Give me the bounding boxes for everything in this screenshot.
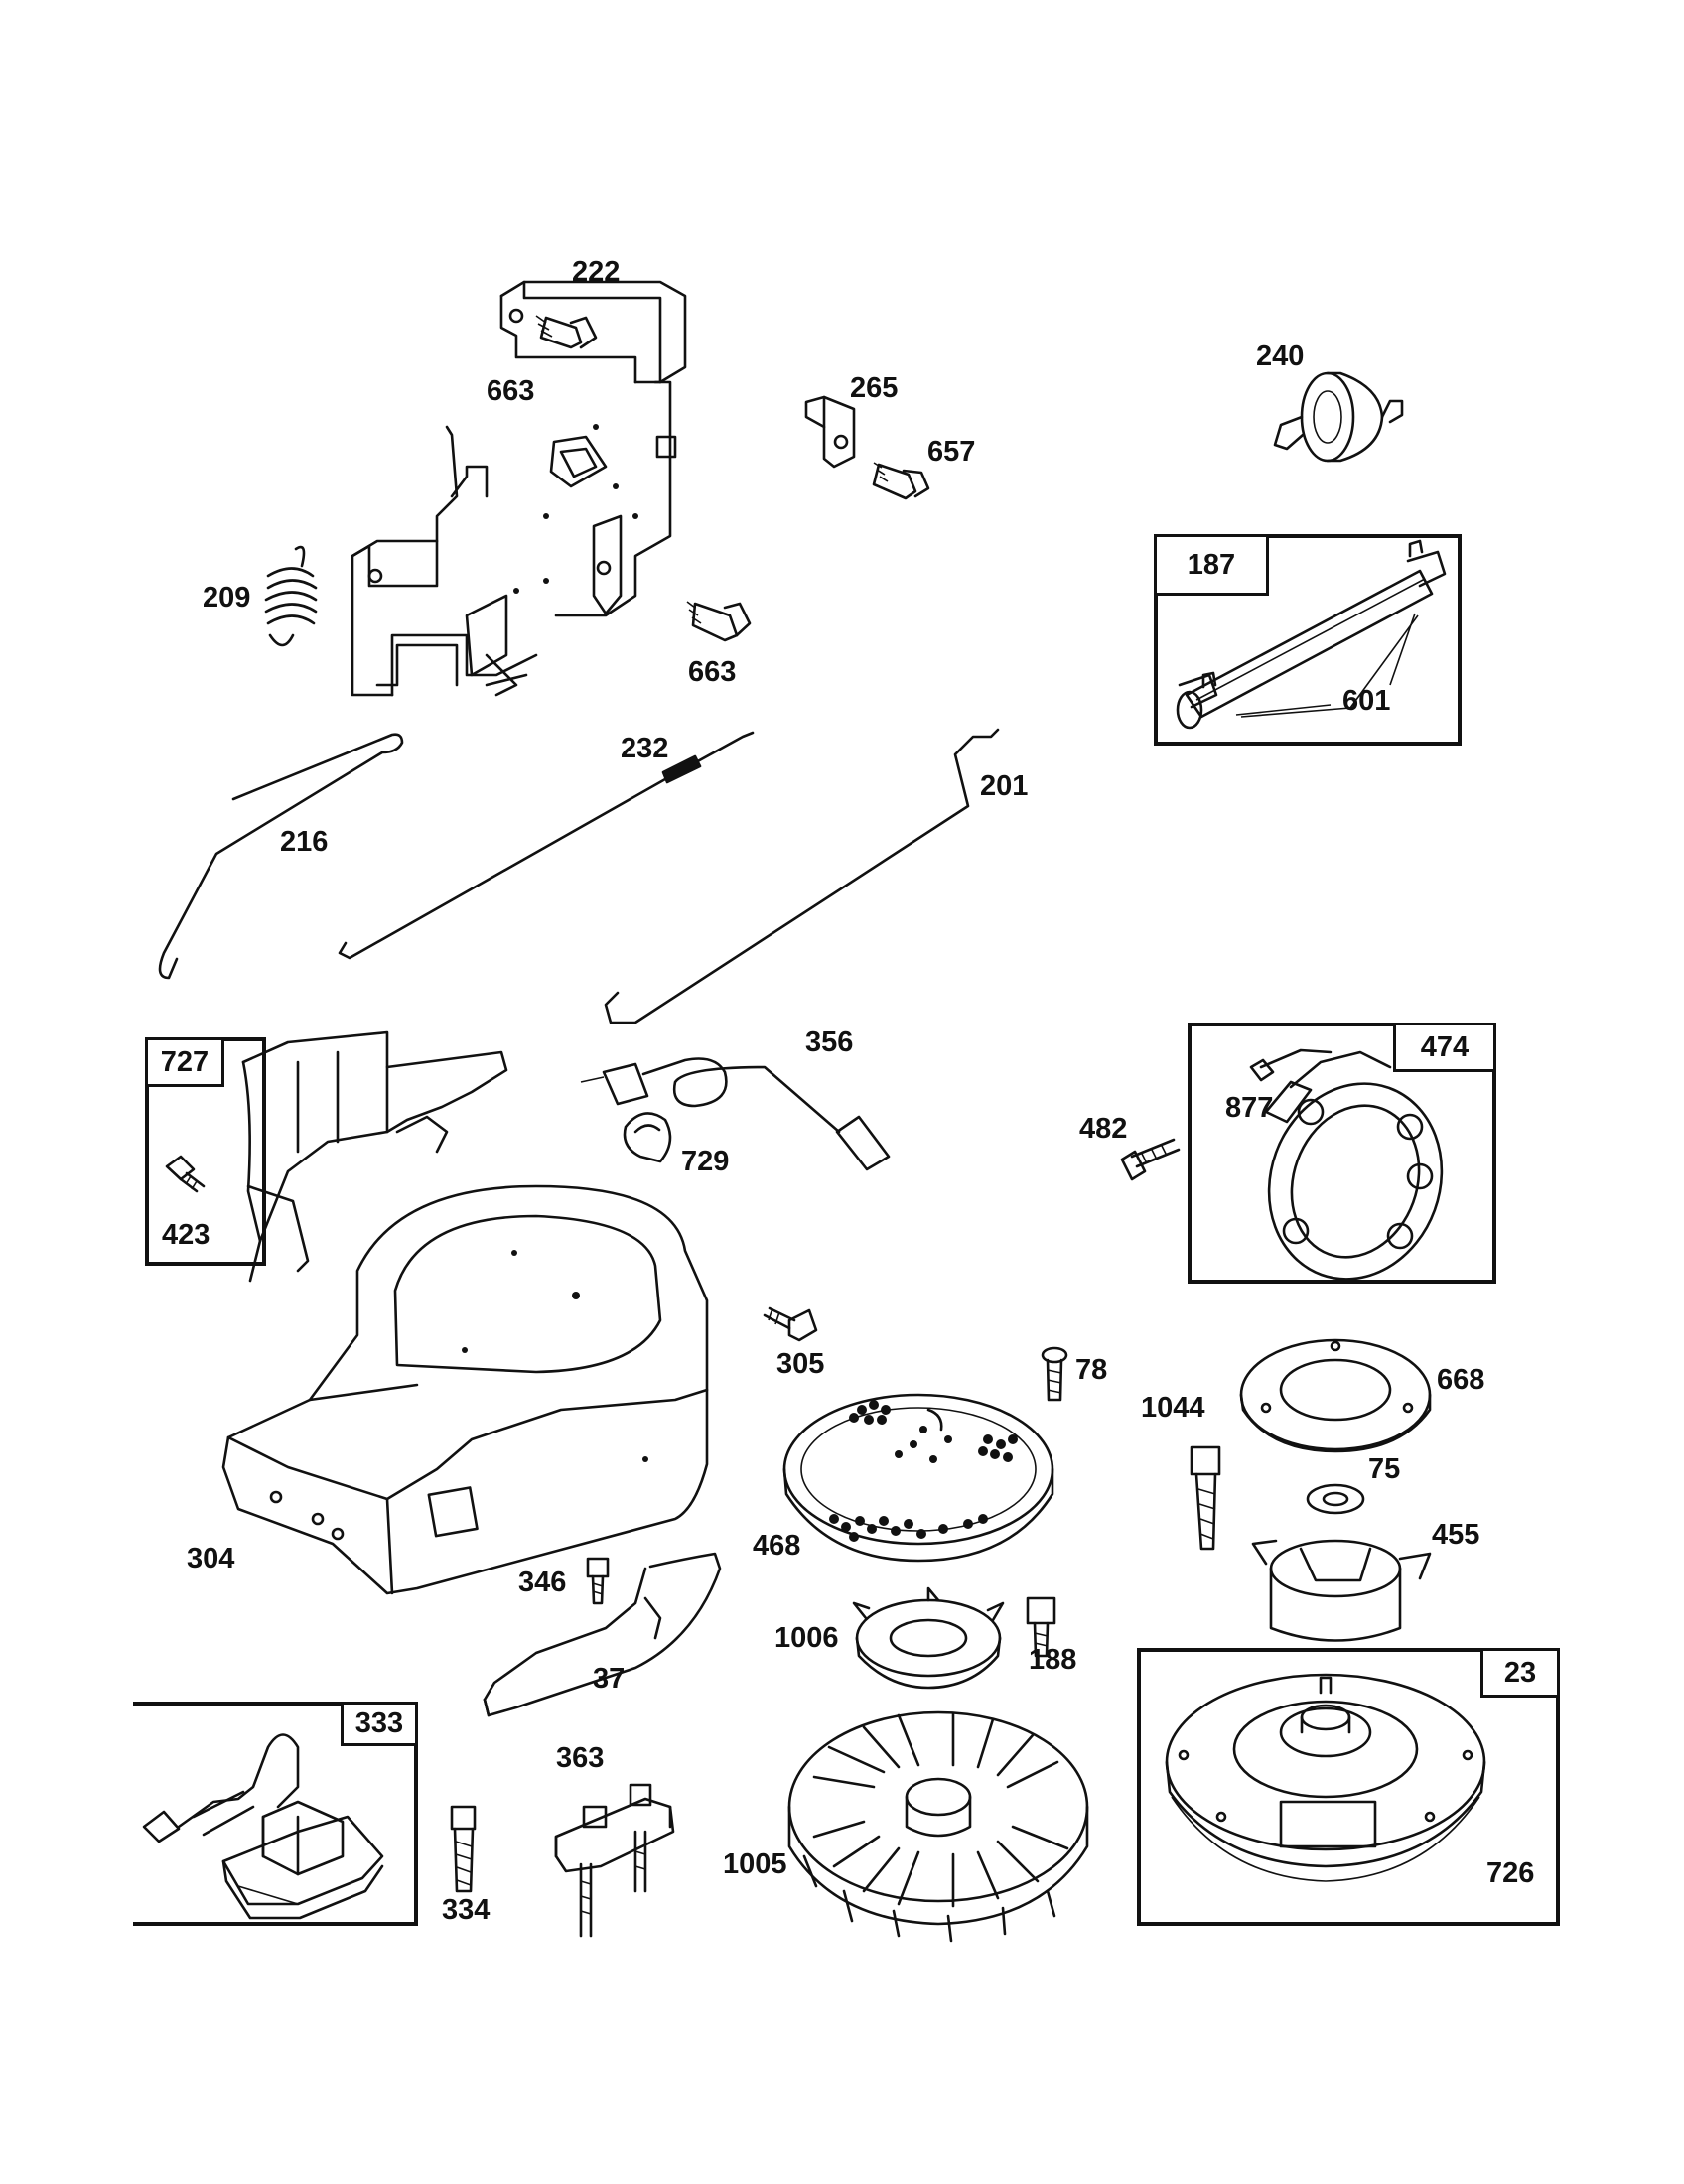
screw-part-188 bbox=[1026, 1596, 1056, 1658]
callout-232: 232 bbox=[621, 733, 669, 764]
screw-part-305 bbox=[763, 1306, 818, 1342]
assembly-label-474: 474 bbox=[1393, 1023, 1496, 1072]
callout-663-upper: 663 bbox=[487, 375, 535, 407]
ignition-module-part-333 bbox=[142, 1733, 384, 1920]
callout-334: 334 bbox=[442, 1894, 491, 1926]
screw-part-663-lower bbox=[686, 601, 752, 642]
baffle-part-37 bbox=[483, 1552, 722, 1717]
screw-part-482 bbox=[1120, 1138, 1181, 1181]
governor-link-part-232 bbox=[338, 731, 755, 960]
callout-78: 78 bbox=[1075, 1354, 1108, 1386]
callout-209: 209 bbox=[203, 582, 251, 614]
callout-304: 304 bbox=[187, 1543, 235, 1574]
callout-657: 657 bbox=[927, 436, 976, 468]
assembly-label-333: 333 bbox=[341, 1702, 418, 1746]
plate-part-668 bbox=[1239, 1338, 1432, 1453]
screen-part-468 bbox=[782, 1393, 1054, 1563]
leader-lines bbox=[1240, 614, 1419, 718]
clip-part-265 bbox=[804, 395, 856, 469]
assembly-box-474 bbox=[1188, 1023, 1496, 1284]
callout-726: 726 bbox=[1486, 1857, 1535, 1889]
wire-part-356 bbox=[580, 1057, 891, 1171]
bracket-part-363 bbox=[554, 1783, 675, 1938]
callout-188: 188 bbox=[1029, 1644, 1077, 1676]
callout-455: 455 bbox=[1432, 1519, 1480, 1551]
callout-216: 216 bbox=[280, 826, 329, 858]
callout-423: 423 bbox=[162, 1219, 210, 1251]
callout-346: 346 bbox=[518, 1567, 567, 1598]
callout-201: 201 bbox=[980, 770, 1029, 802]
screw-part-78 bbox=[1041, 1346, 1068, 1402]
callout-356: 356 bbox=[805, 1026, 854, 1058]
bolt-part-1044 bbox=[1190, 1445, 1221, 1551]
callout-482: 482 bbox=[1079, 1113, 1128, 1145]
alternator-stator-part-877 bbox=[1249, 1048, 1444, 1281]
screw-part-663-upper bbox=[535, 315, 598, 349]
assembly-label-187: 187 bbox=[1154, 534, 1269, 596]
callout-265: 265 bbox=[850, 372, 899, 404]
callout-75: 75 bbox=[1368, 1453, 1401, 1485]
throttle-link-part-201 bbox=[604, 728, 1000, 1024]
callout-222: 222 bbox=[572, 256, 621, 288]
screw-part-346 bbox=[586, 1557, 610, 1605]
callout-663-lower: 663 bbox=[688, 656, 737, 688]
cup-part-455 bbox=[1251, 1539, 1432, 1642]
spring-part-209 bbox=[264, 545, 318, 647]
air-guide-part-727 bbox=[241, 1030, 508, 1283]
assembly-box-333 bbox=[133, 1702, 418, 1926]
callout-729: 729 bbox=[681, 1146, 730, 1177]
callout-363: 363 bbox=[556, 1742, 605, 1774]
callout-1006: 1006 bbox=[774, 1622, 839, 1654]
screw-part-334 bbox=[450, 1805, 477, 1893]
assembly-box-187 bbox=[1154, 534, 1462, 746]
choke-link-part-216 bbox=[158, 733, 404, 980]
screw-part-657 bbox=[872, 462, 930, 500]
callout-601: 601 bbox=[1342, 685, 1391, 717]
callout-1005: 1005 bbox=[723, 1848, 787, 1880]
screw-part-423 bbox=[165, 1155, 206, 1193]
callout-468: 468 bbox=[753, 1530, 801, 1562]
washer-part-75 bbox=[1306, 1483, 1365, 1515]
flywheel-part-1005 bbox=[787, 1710, 1089, 1943]
callout-305: 305 bbox=[776, 1348, 825, 1380]
assembly-label-727: 727 bbox=[145, 1037, 224, 1087]
assembly-label-23: 23 bbox=[1480, 1648, 1560, 1698]
callout-668: 668 bbox=[1437, 1364, 1485, 1396]
grommet-part-729 bbox=[623, 1112, 672, 1163]
blower-housing-part-304 bbox=[221, 1184, 709, 1595]
control-bracket-part-222 bbox=[351, 280, 687, 697]
fuel-filter-part-240 bbox=[1273, 371, 1404, 463]
callout-877: 877 bbox=[1225, 1092, 1274, 1124]
assembly-box-23 bbox=[1137, 1648, 1560, 1926]
callout-37: 37 bbox=[593, 1663, 626, 1695]
callout-1044: 1044 bbox=[1141, 1392, 1205, 1424]
callout-240: 240 bbox=[1256, 341, 1305, 372]
ratchet-part-1006 bbox=[852, 1586, 1005, 1690]
flywheel-part-726 bbox=[1165, 1673, 1486, 1882]
